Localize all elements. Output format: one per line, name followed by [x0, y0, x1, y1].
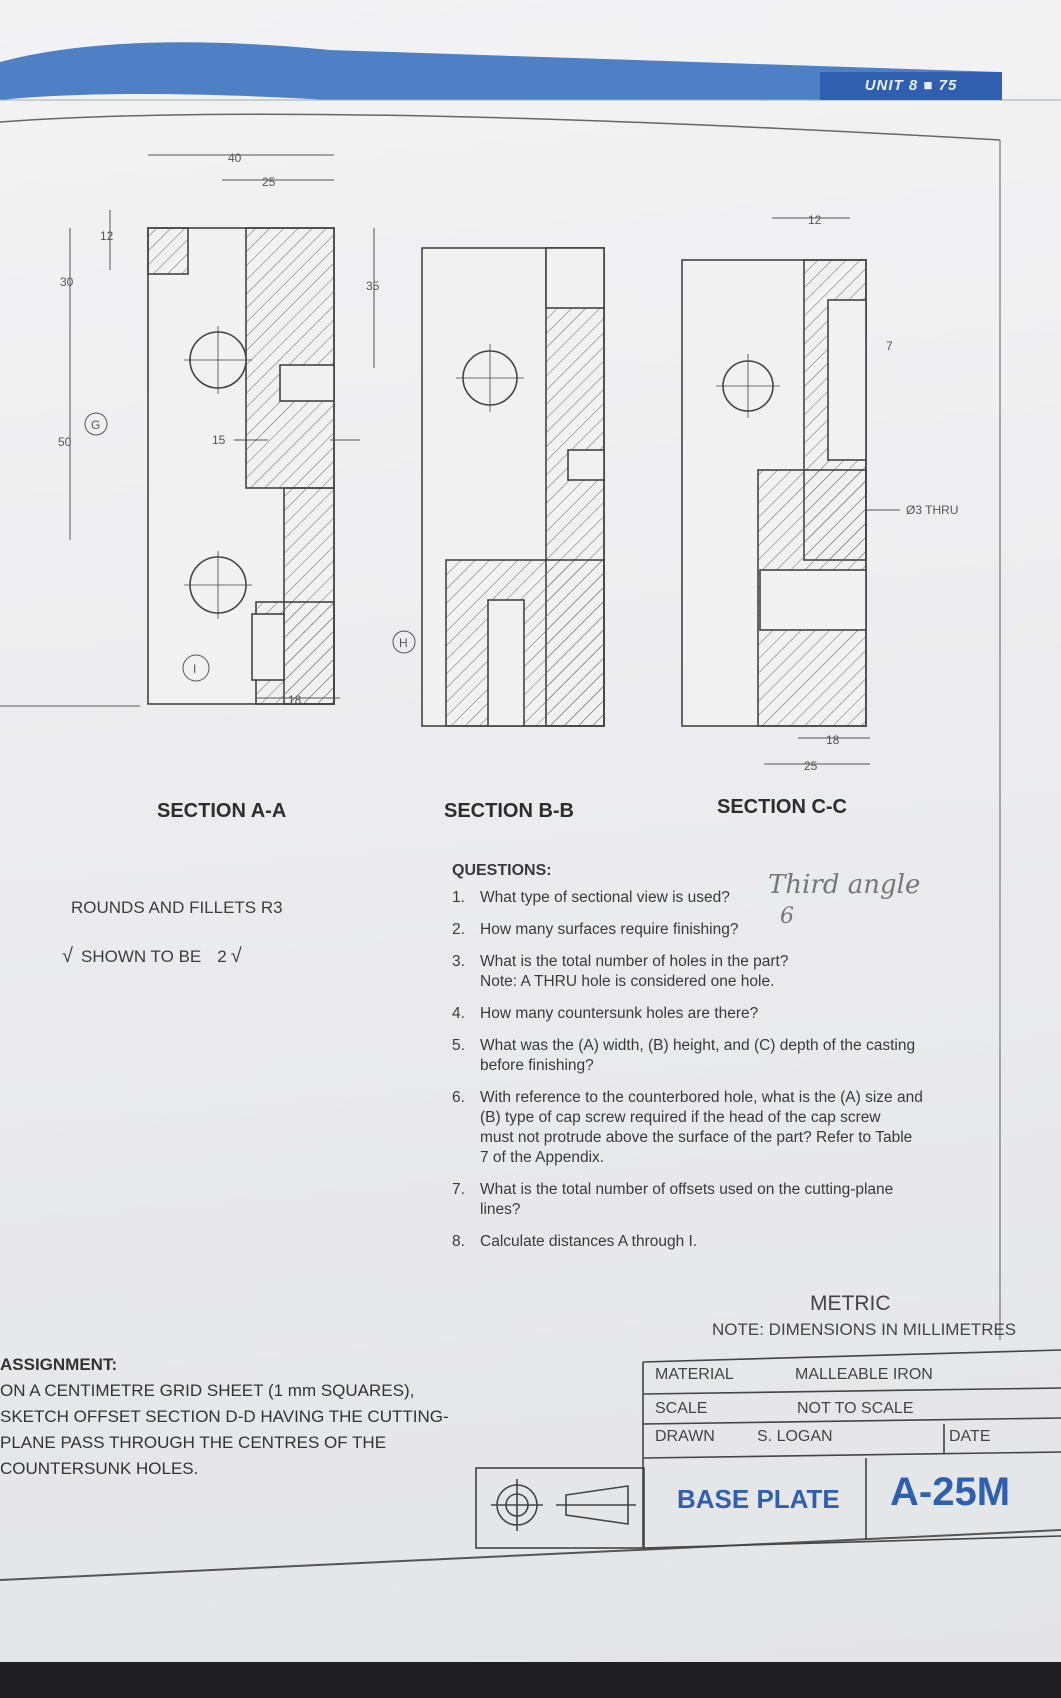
- questions-list: QUESTIONS: 1.What type of sectional view…: [452, 862, 1012, 1264]
- handwritten-answer-2: 6: [780, 904, 794, 929]
- dim-30: 30: [60, 275, 74, 289]
- question-1: 1.What type of sectional view is used?: [452, 889, 730, 906]
- unit-page-label: UNIT 8 ■ 75: [820, 72, 1002, 100]
- callout-g: G: [91, 418, 100, 432]
- orthographic-drawing: 40 25 12 30 35 50 15 18 G I H: [58, 151, 958, 773]
- dim-40: 40: [228, 151, 242, 165]
- dim-thru: Ø3 THRU: [906, 503, 958, 517]
- rounds-fillets-note: ROUNDS AND FILLETS R3: [71, 898, 283, 917]
- dimensions-note: NOTE: DIMENSIONS IN MILLIMETRES: [712, 1320, 1017, 1339]
- finish-note-text: SHOWN TO BE: [80, 946, 202, 966]
- dim-50: 50: [58, 435, 72, 449]
- section-c-c-view: [681, 259, 867, 727]
- dim-18: 18: [288, 693, 302, 707]
- section-a-a-label: SECTION A-A: [157, 800, 287, 822]
- question-4: 4.How many countersunk holes are there?: [452, 1005, 759, 1022]
- metric-label: METRIC: [810, 1292, 891, 1315]
- assignment-heading: ASSIGNMENT:: [0, 1355, 118, 1374]
- question-2: 2.How many surfaces require finishing?: [452, 921, 739, 938]
- callout-h: H: [399, 636, 408, 650]
- section-c-c-label: SECTION C-C: [717, 796, 847, 818]
- dim-25-c: 25: [804, 759, 818, 773]
- finish-note-value: 2: [217, 946, 227, 966]
- assignment-line: SKETCH OFFSET SECTION D-D HAVING THE CUT…: [0, 1407, 449, 1426]
- section-a-a-view: [147, 227, 335, 705]
- dim-25: 25: [262, 175, 276, 189]
- section-b-b-view: [421, 247, 605, 727]
- dimension-lines-c: [764, 217, 900, 765]
- section-b-b-label: SECTION B-B: [444, 800, 574, 822]
- question-7: 7.What is the total number of offsets us…: [452, 1181, 894, 1218]
- handwritten-answer-1: Third angle: [768, 870, 921, 900]
- dim-12: 12: [100, 229, 114, 243]
- finish-mark-icon: √: [62, 945, 73, 967]
- header-banner: [0, 42, 1061, 101]
- question-3: 3.What is the total number of holes in t…: [452, 953, 789, 990]
- question-5: 5.What was the (A) width, (B) height, an…: [452, 1037, 916, 1074]
- dim-18-c: 18: [826, 733, 840, 747]
- dim-7: 7: [886, 339, 893, 353]
- assignment-line: COUNTERSUNK HOLES.: [0, 1459, 199, 1478]
- dim-15: 15: [212, 433, 226, 447]
- part-name: BASE PLATE: [677, 1484, 840, 1514]
- dimension-lines-a: [69, 154, 375, 699]
- callout-i: I: [193, 662, 196, 676]
- dim-35: 35: [366, 279, 380, 293]
- assignment-block: ASSIGNMENT: ON A CENTIMETRE GRID SHEET (…: [0, 1352, 449, 1482]
- question-6: 6.With reference to the counterbored hol…: [452, 1089, 923, 1166]
- drawing-number: A-25M: [890, 1470, 1011, 1514]
- finish-note: √ SHOWN TO BE 2 √: [62, 945, 242, 968]
- assignment-line: PLANE PASS THROUGH THE CENTRES OF THE: [0, 1433, 387, 1452]
- assignment-line: ON A CENTIMETRE GRID SHEET (1 mm SQUARES…: [0, 1381, 415, 1400]
- question-8: 8.Calculate distances A through I.: [452, 1233, 698, 1250]
- finish-mark-icon-2: √: [230, 945, 242, 967]
- dim-12-c: 12: [808, 213, 822, 227]
- projection-symbol-icon: [491, 1479, 636, 1531]
- questions-title: QUESTIONS:: [452, 862, 552, 879]
